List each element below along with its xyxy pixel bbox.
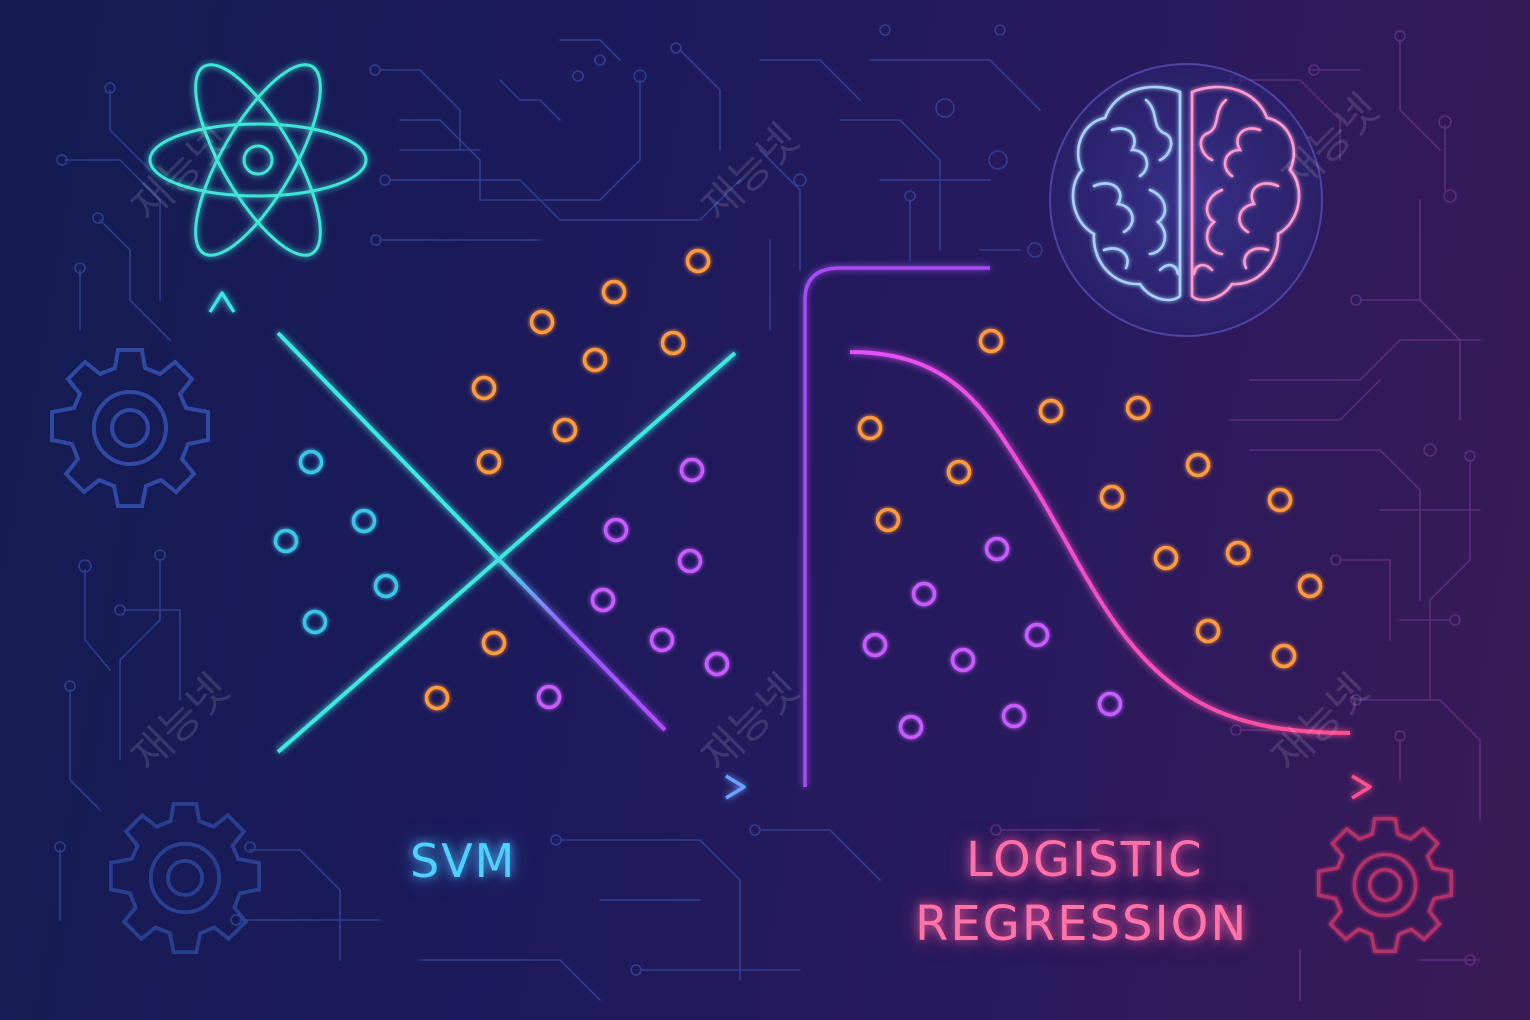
svm-boundary-2 (276, 331, 667, 732)
atom-icon (148, 63, 368, 257)
logistic-title-line1: LOGISTIC (966, 832, 1204, 888)
logistic-y-axis (803, 266, 990, 787)
brain-icon (1049, 63, 1323, 337)
gear-icon (1316, 817, 1454, 953)
logistic-points (857, 328, 1323, 740)
svm-chart (208, 291, 746, 800)
logistic-x-axis-arrow (1351, 774, 1372, 800)
gear-icon (108, 802, 262, 954)
svm-x-axis-arrow (725, 774, 746, 800)
svm-title: SVM (410, 834, 517, 888)
svm-y-axis-arrow (208, 291, 236, 313)
logistic-title-line2: REGRESSION (915, 896, 1249, 952)
circuit-traces (54, 24, 1481, 1001)
gear-icon (50, 348, 210, 508)
logistic-chart (803, 266, 1372, 800)
sigmoid-curve (849, 350, 1351, 735)
svm-boundary-1 (276, 351, 737, 754)
svm-points (273, 248, 730, 711)
